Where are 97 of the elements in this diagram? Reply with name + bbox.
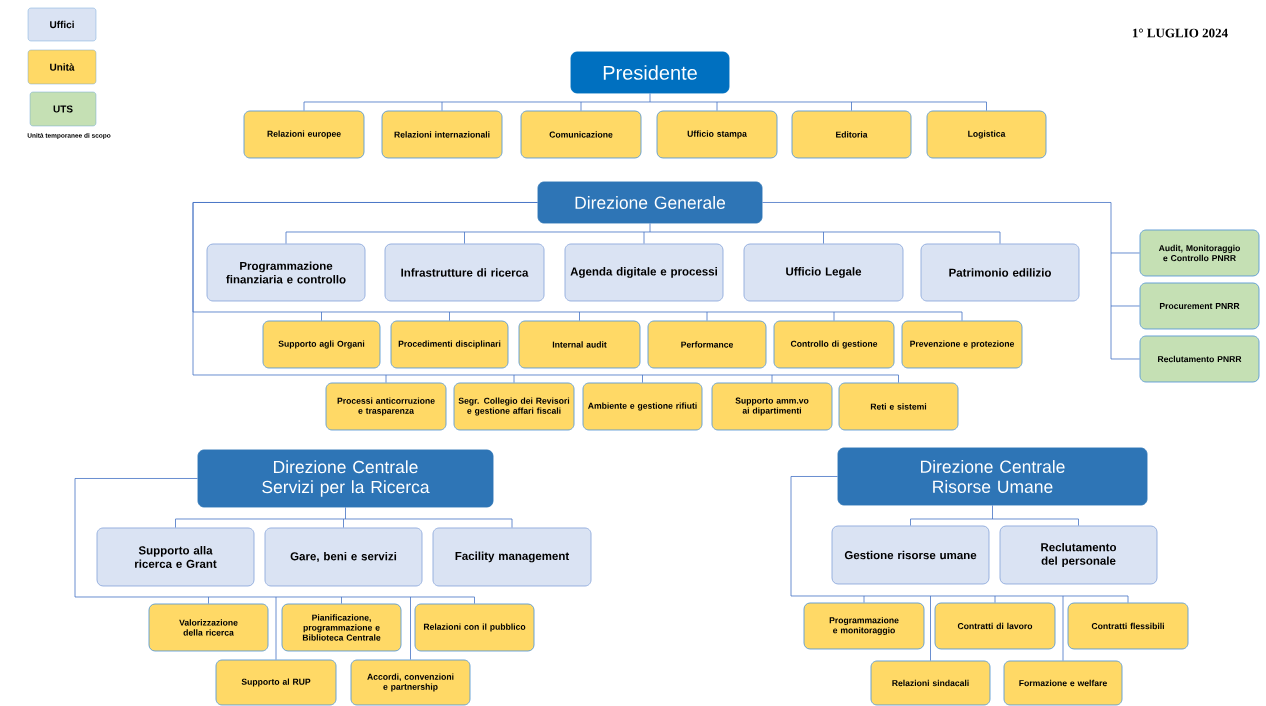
temporary-unit-box: Audit, Monitoraggio e Controllo PNRR — [1139, 229, 1260, 277]
unit-box: Prevenzione e protezione — [901, 320, 1023, 369]
department-box: Direzione Generale — [537, 181, 763, 224]
department-box: Direzione Centrale Risorse Umane — [837, 447, 1148, 506]
connector-line — [345, 507, 346, 520]
connector-line — [851, 101, 852, 111]
unit-box: Pianificazione, programmazione e Biblioteca Centrale — [281, 603, 402, 652]
connector-line — [175, 518, 176, 528]
unit-box: Reti e sistemi — [838, 382, 959, 431]
temporary-unit-box: Reclutamento PNRR — [1139, 335, 1260, 383]
connector-line — [1127, 595, 1129, 603]
office-box: Gestione risorse umane — [831, 525, 990, 585]
connector-line — [898, 374, 899, 383]
connector-line — [449, 311, 450, 321]
connector-line — [474, 596, 475, 604]
connector-line — [385, 374, 387, 383]
unit-box: Programmazione e monitoraggio — [803, 602, 925, 650]
unit-box: Contratti flessibili — [1067, 602, 1189, 650]
unit-box: Controllo di gestione — [773, 320, 895, 369]
connector-line — [511, 518, 513, 528]
connector-line — [303, 101, 305, 111]
connector-line — [321, 311, 322, 321]
unit-box: Contratti di lavoro — [934, 602, 1056, 650]
connector-line — [992, 505, 993, 520]
unit-box: Supporto al RUP — [215, 659, 337, 706]
unit-box: Relazioni internazionali — [381, 110, 503, 159]
connector-line — [1110, 252, 1140, 254]
office-box: Agenda digitale e processi — [564, 243, 724, 302]
connector-line — [343, 518, 344, 528]
connector-line — [930, 595, 931, 661]
unit-box: Supporto amm.vo ai dipartimenti — [711, 382, 833, 431]
unit-box: Internal audit — [518, 320, 641, 369]
connector-line — [410, 596, 411, 660]
connector-line — [643, 231, 645, 244]
connector-line — [1078, 518, 1079, 526]
connector-line — [513, 374, 515, 383]
connector-line — [341, 596, 342, 604]
connector-line — [961, 311, 963, 321]
unit-box: Ufficio stampa — [656, 110, 778, 159]
unit-box: Supporto agli Organi — [262, 320, 381, 369]
connector-line — [285, 231, 287, 244]
connector-line — [910, 518, 911, 526]
connector-line — [580, 101, 582, 111]
unit-box: Procedimenti disciplinari — [390, 320, 509, 369]
office-box: Reclutamento del personale — [999, 525, 1158, 585]
connector-line — [74, 478, 475, 598]
connector-line — [441, 101, 443, 111]
unit-box: Editoria — [791, 110, 912, 159]
connector-line — [464, 231, 465, 244]
connector-line — [833, 311, 835, 321]
connector-line — [642, 374, 643, 383]
connector-line — [863, 595, 865, 603]
connector-line — [986, 101, 987, 111]
connector-line — [285, 231, 1001, 233]
office-box: Ufficio Legale — [743, 243, 904, 302]
office-box: Supporto alla ricerca e Grant — [96, 527, 255, 587]
connector-line — [649, 93, 651, 103]
connector-line — [208, 596, 209, 604]
unit-box: Comunicazione — [520, 110, 642, 159]
connector-line — [716, 101, 718, 111]
connector-line — [994, 595, 996, 603]
unit-box: Formazione e welfare — [1003, 660, 1123, 706]
office-box: Infrastrutture di ricerca — [384, 243, 545, 302]
connector-line — [579, 311, 580, 321]
unit-box: Relazioni con il pubblico — [414, 603, 535, 652]
office-box: Patrimonio edilizio — [920, 243, 1080, 302]
connector-line — [910, 518, 1079, 520]
connector-line — [175, 518, 513, 520]
unit-box: Performance — [647, 320, 767, 369]
unit-box: Processi anticorruzione e trasparenza — [325, 382, 447, 431]
office-box: Facility management — [432, 527, 592, 587]
connector-line — [762, 202, 1112, 360]
unit-box: Valorizzazione della ricerca — [148, 603, 269, 652]
department-box: Direzione Centrale Servizi per la Ricerca — [197, 449, 494, 508]
connector-line — [1062, 595, 1064, 661]
connector-line — [1110, 305, 1140, 307]
connector-line — [823, 231, 824, 244]
connector-line — [1110, 358, 1140, 360]
connector-line — [790, 476, 1129, 597]
temporary-unit-box: Procurement PNRR — [1139, 282, 1260, 330]
unit-box: Logistica — [926, 110, 1047, 159]
unit-box: Relazioni europee — [243, 110, 365, 159]
connector-line — [771, 374, 773, 383]
president-box: Presidente — [570, 51, 730, 94]
connector-line — [649, 223, 651, 233]
office-box: Gare, beni e servizi — [264, 527, 423, 587]
office-box: Programmazione finanziaria e controllo — [206, 243, 366, 302]
connector-line — [303, 101, 987, 103]
connector-line — [275, 596, 277, 660]
connector-line — [999, 231, 1001, 244]
unit-box: Relazioni sindacali — [870, 660, 991, 706]
unit-box: Segr. Collegio dei Revisori e gestione affari fiscali — [453, 382, 575, 431]
date-label: 1° LUGLIO 2024 — [1132, 28, 1228, 38]
connector-line — [192, 202, 899, 376]
unit-box: Ambiente e gestione rifiuti — [582, 382, 703, 431]
connector-line — [706, 311, 708, 321]
unit-box: Accordi, convenzioni e partnership — [350, 659, 471, 706]
